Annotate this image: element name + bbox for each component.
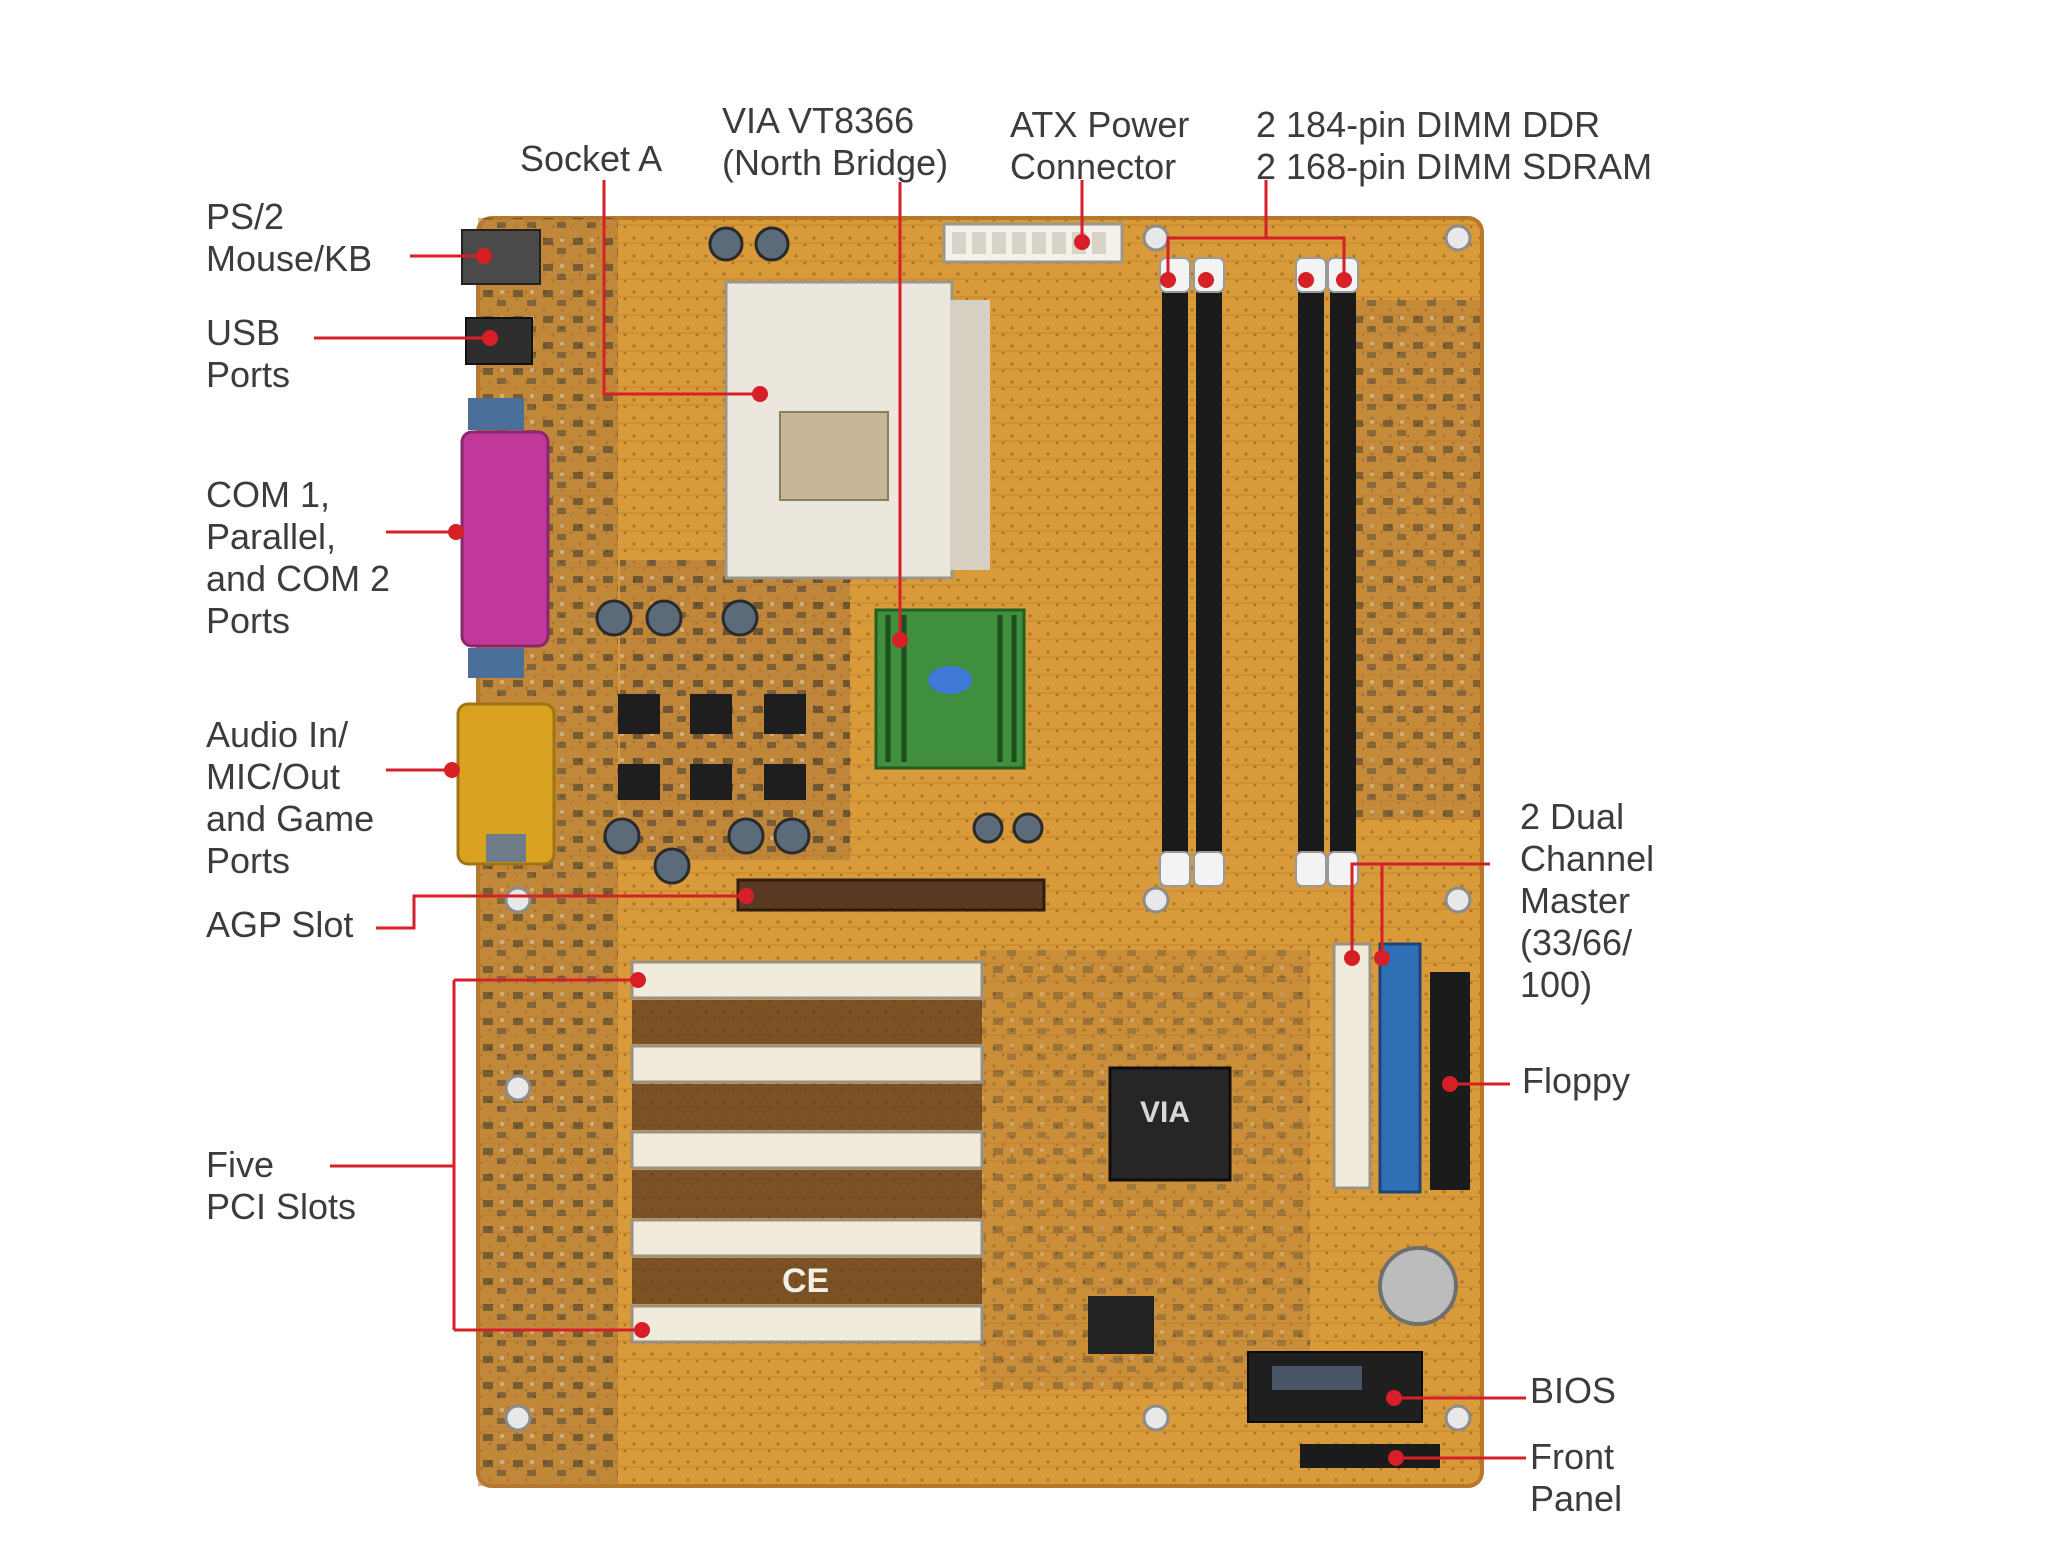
com-parallel-label: COM 1, Parallel, and COM 2 Ports: [206, 474, 391, 641]
agp-slot-label: AGP Slot: [206, 904, 354, 945]
audio-game-label: Audio In/ MIC/Out and Game Ports: [206, 714, 375, 881]
floppy-label: Floppy: [1522, 1060, 1631, 1101]
io-chip: [1088, 1296, 1154, 1354]
mounting-holes: [504, 224, 1472, 1432]
parallel-port: [460, 430, 550, 648]
socket-a-label: Socket A: [520, 138, 663, 179]
capacitors: [595, 226, 1044, 885]
ide-primary: [1378, 942, 1422, 1194]
via-chip-logo: VIA: [1140, 1096, 1190, 1129]
pci-slots: [630, 960, 984, 1344]
leader-dots: [444, 234, 1458, 1466]
pci-slots-label: Five PCI Slots: [206, 1144, 357, 1227]
agp-slot: [736, 878, 1046, 912]
socket-lever: [950, 300, 990, 570]
southbridge-chip: [1108, 1066, 1232, 1182]
north-bridge-label: VIA VT8366 (North Bridge): [722, 100, 949, 183]
leader-lines: [314, 180, 1526, 1460]
pci-gaps: [632, 1000, 982, 1304]
com2-port: [468, 648, 524, 678]
ps2-label: PS/2 Mouse/KB: [206, 196, 373, 279]
front-panel-label: Front Panel: [1530, 1436, 1623, 1519]
usb-port: [465, 317, 533, 365]
usb-label: USB Ports: [206, 312, 291, 395]
com1-port: [468, 398, 524, 430]
dimm-slots: [1162, 270, 1356, 870]
dimm-label: 2 184-pin DIMM DDR 2 168-pin DIMM SDRAM: [1256, 104, 1653, 187]
socket-center: [779, 411, 889, 501]
audio-jacks: [486, 834, 526, 862]
bios-label: [1272, 1366, 1362, 1390]
heatsink-logo: [928, 666, 972, 694]
atx-power-label: ATX Power Connector: [1010, 104, 1190, 187]
bios-label: BIOS: [1530, 1370, 1617, 1411]
cmos-battery: [1378, 1246, 1458, 1326]
vrm-chips: [618, 694, 806, 800]
ce-mark: CE: [782, 1262, 829, 1300]
front-panel-header: [1300, 1444, 1440, 1468]
ide-label: 2 Dual Channel Master (33/66/ 100): [1520, 796, 1655, 1005]
ide-secondary: [1332, 942, 1372, 1190]
game-port: [456, 702, 556, 866]
